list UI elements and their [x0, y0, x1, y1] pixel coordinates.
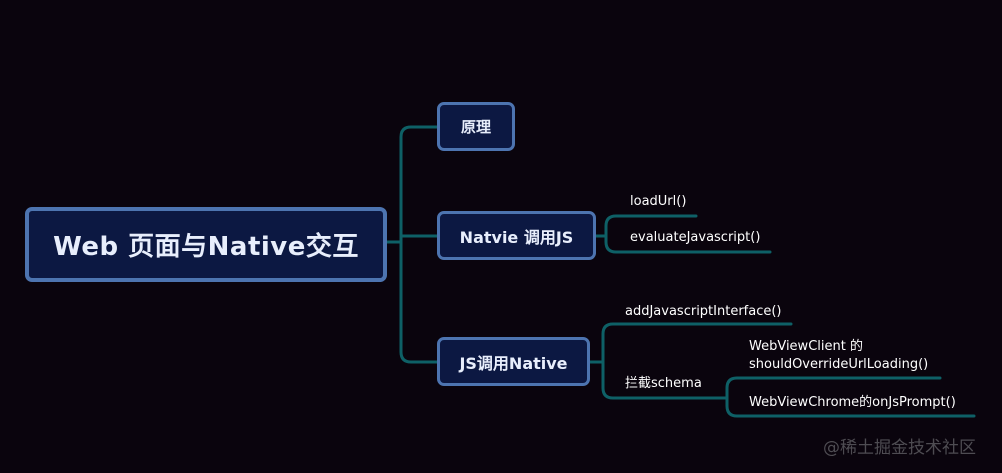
connector-onjsprompt: [725, 396, 976, 418]
connector-to-js-call-native: [399, 240, 439, 364]
leaf-intercept-schema[interactable]: 拦截schema: [625, 376, 702, 391]
branch-node-js-call-native[interactable]: JS调用Native: [437, 337, 590, 386]
branch-node-principle[interactable]: 原理: [437, 102, 515, 151]
connector-to-principle: [399, 125, 439, 244]
leaf-loadurl[interactable]: loadUrl(): [630, 194, 687, 209]
branch-label: JS调用Native: [459, 353, 568, 373]
connector-addjsinterface: [588, 322, 793, 364]
branch-label: Natvie 调用JS: [459, 227, 574, 247]
leaf-addjavascriptinterface[interactable]: addJavascriptInterface(): [625, 304, 782, 319]
branch-label: 原理: [460, 118, 491, 136]
watermark-text: @稀土掘金技术社区: [823, 438, 976, 458]
leaf-webviewclient-shouldoverride[interactable]: WebViewClient 的 shouldOverrideUrlLoading…: [749, 339, 929, 372]
leaf-evaluatejavascript[interactable]: evaluateJavascript(): [630, 230, 761, 245]
connector-shouldoverride: [725, 376, 942, 400]
root-node[interactable]: Web 页面与Native交互: [25, 207, 387, 282]
leaf-webviewchrome-onjsprompt[interactable]: WebViewChrome的onJsPrompt(): [749, 395, 956, 410]
connector-schema: [601, 360, 729, 400]
connector-evaluatejs: [604, 234, 772, 254]
connector-loadurl: [594, 214, 698, 238]
root-label: Web 页面与Native交互: [53, 232, 359, 262]
branch-node-native-call-js[interactable]: Natvie 调用JS: [437, 211, 596, 260]
